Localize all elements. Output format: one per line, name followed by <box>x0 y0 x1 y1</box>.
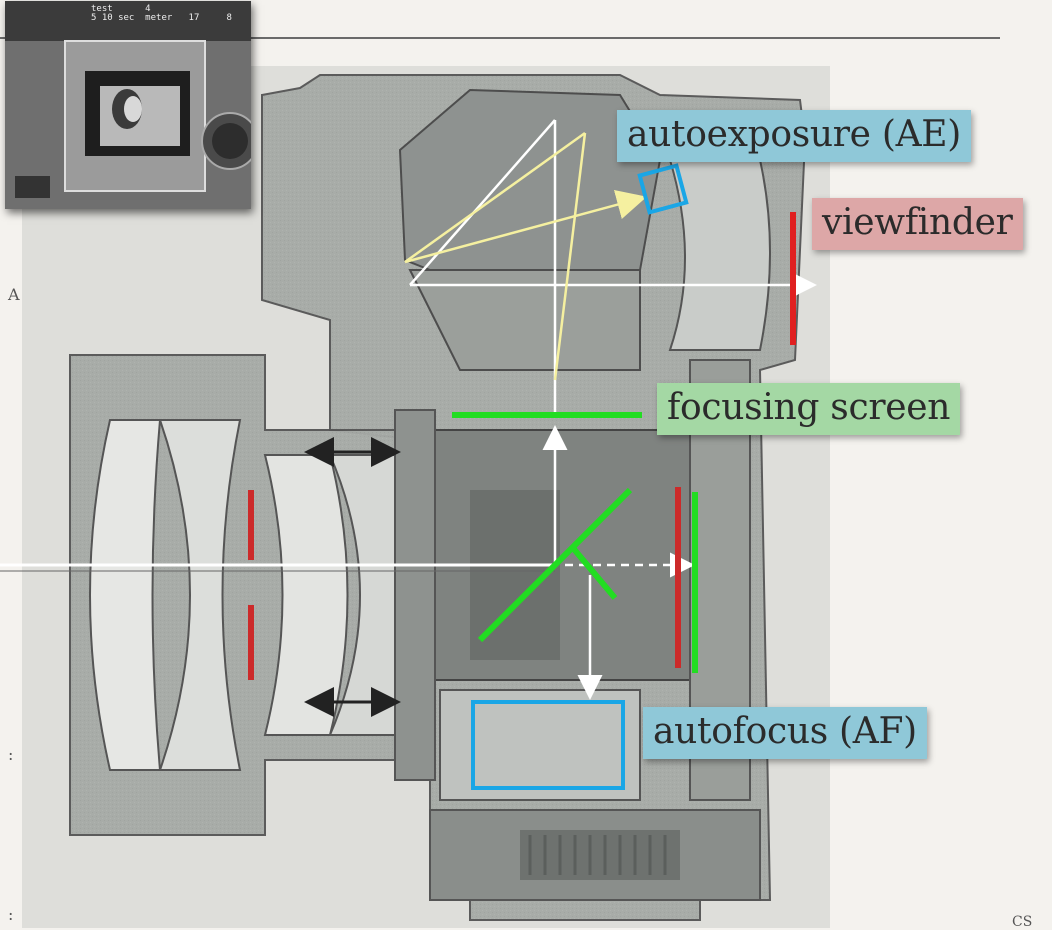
prism-block <box>408 269 641 371</box>
af-module <box>439 689 641 801</box>
ae-sensor-box <box>637 163 689 215</box>
af-sensor-box <box>471 700 625 790</box>
svg-text:A: A <box>7 285 20 304</box>
viewfinder-label: viewfinder <box>812 198 1023 250</box>
svg-text::: : <box>8 905 13 924</box>
metering-rays <box>404 131 647 381</box>
inset-caption: test 4 5 10 sec meter 17 8 <box>91 4 232 24</box>
svg-text::: : <box>8 745 13 764</box>
focusing-screen-label: focusing screen <box>657 383 961 435</box>
autoexposure-label: autoexposure (AE) <box>617 110 971 162</box>
inset-photo: test 4 5 10 sec meter 17 8 <box>5 1 251 209</box>
lens-mount <box>394 409 436 781</box>
main-mirror <box>477 487 633 643</box>
lens-front-outer <box>89 419 162 771</box>
eyepiece <box>668 159 771 351</box>
ray-prism-white <box>409 119 556 286</box>
lens-front-inner <box>158 419 242 771</box>
sub-mirror <box>570 546 618 600</box>
page-number: CS <box>1012 914 1033 930</box>
autofocus-label: autofocus (AF) <box>643 707 927 759</box>
inset-photo-graphic <box>5 1 251 209</box>
